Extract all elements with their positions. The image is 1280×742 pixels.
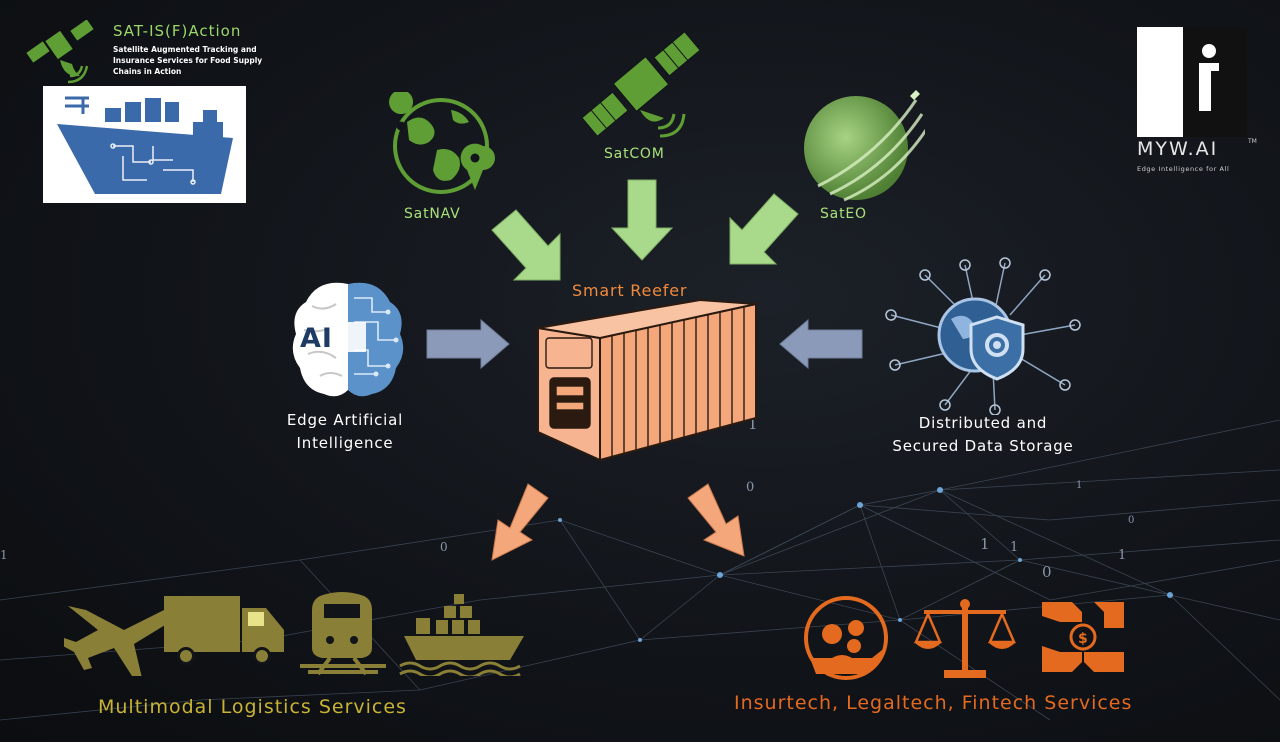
satellite-arrows [491, 179, 799, 281]
earth-observation-icon [804, 90, 925, 202]
background-digit: 1 [980, 535, 990, 553]
background-digit: 1 [1010, 540, 1019, 555]
background-digit: 0 [1042, 563, 1052, 581]
ai-label-line2: Intelligence [296, 434, 394, 452]
ai-label-line1: Edge Artificial [286, 411, 404, 429]
ai-arrow [426, 318, 510, 370]
storage-label-line2: Secured Data Storage [892, 437, 1074, 455]
project-logo [43, 86, 246, 203]
background-digit: 1 [1118, 548, 1127, 563]
satellite-dish-icon [26, 20, 94, 84]
satcom-arrow [610, 179, 674, 261]
sateo-arrow [729, 193, 799, 265]
ai-badge: AI [300, 323, 333, 354]
svg-text:$: $ [1078, 631, 1088, 647]
fintech-hands-icon [1042, 602, 1124, 672]
myw-ai-logo [1137, 27, 1247, 137]
storage-label-line1: Distributed and [918, 414, 1048, 432]
background-digit: 1 [748, 415, 758, 433]
scales-of-justice-icon [914, 599, 1016, 678]
secure-storage-icon [885, 257, 1081, 415]
output-arrows [491, 483, 745, 561]
satnav-arrow [491, 209, 561, 281]
background-digit: 1 [1076, 480, 1083, 491]
ai-brain-icon [292, 282, 404, 397]
satnav-label: SatNAV [404, 206, 461, 222]
globe-pin-icon [389, 92, 495, 194]
project-title: SAT-IS(F)Action [113, 22, 242, 40]
sateo-label: SatEO [820, 206, 867, 222]
project-subtitle: Satellite Augmented Tracking and Insuran… [113, 45, 263, 76]
satcom-label: SatCOM [604, 146, 665, 162]
airplane-icon [64, 606, 177, 676]
satellite-icon [582, 31, 700, 138]
cargo-ship-icon [404, 594, 524, 660]
background-digit: 1 [0, 548, 8, 562]
finance-services-label: Insurtech, Legaltech, Fintech Services [734, 692, 1133, 714]
logistics-arrow [491, 483, 549, 561]
logistics-icons [64, 592, 524, 676]
reefer-container-icon [537, 299, 757, 461]
trademark: TM [1248, 138, 1257, 145]
smart-reefer-label: Smart Reefer [572, 281, 688, 300]
partner-tagline: Edge Intelligence for All [1137, 165, 1230, 173]
logistics-services-label: Multimodal Logistics Services [98, 696, 407, 718]
finance-arrow [687, 483, 745, 557]
storage-arrow [779, 318, 863, 370]
insurance-gears-icon [804, 596, 888, 680]
background-digit: 0 [746, 480, 755, 495]
background-digit: 0 [440, 540, 448, 554]
partner-name: MYW.AI [1137, 138, 1219, 160]
background-digit: 0 [1128, 515, 1135, 526]
truck-icon [164, 596, 284, 665]
finance-icons: $ [804, 596, 1124, 680]
